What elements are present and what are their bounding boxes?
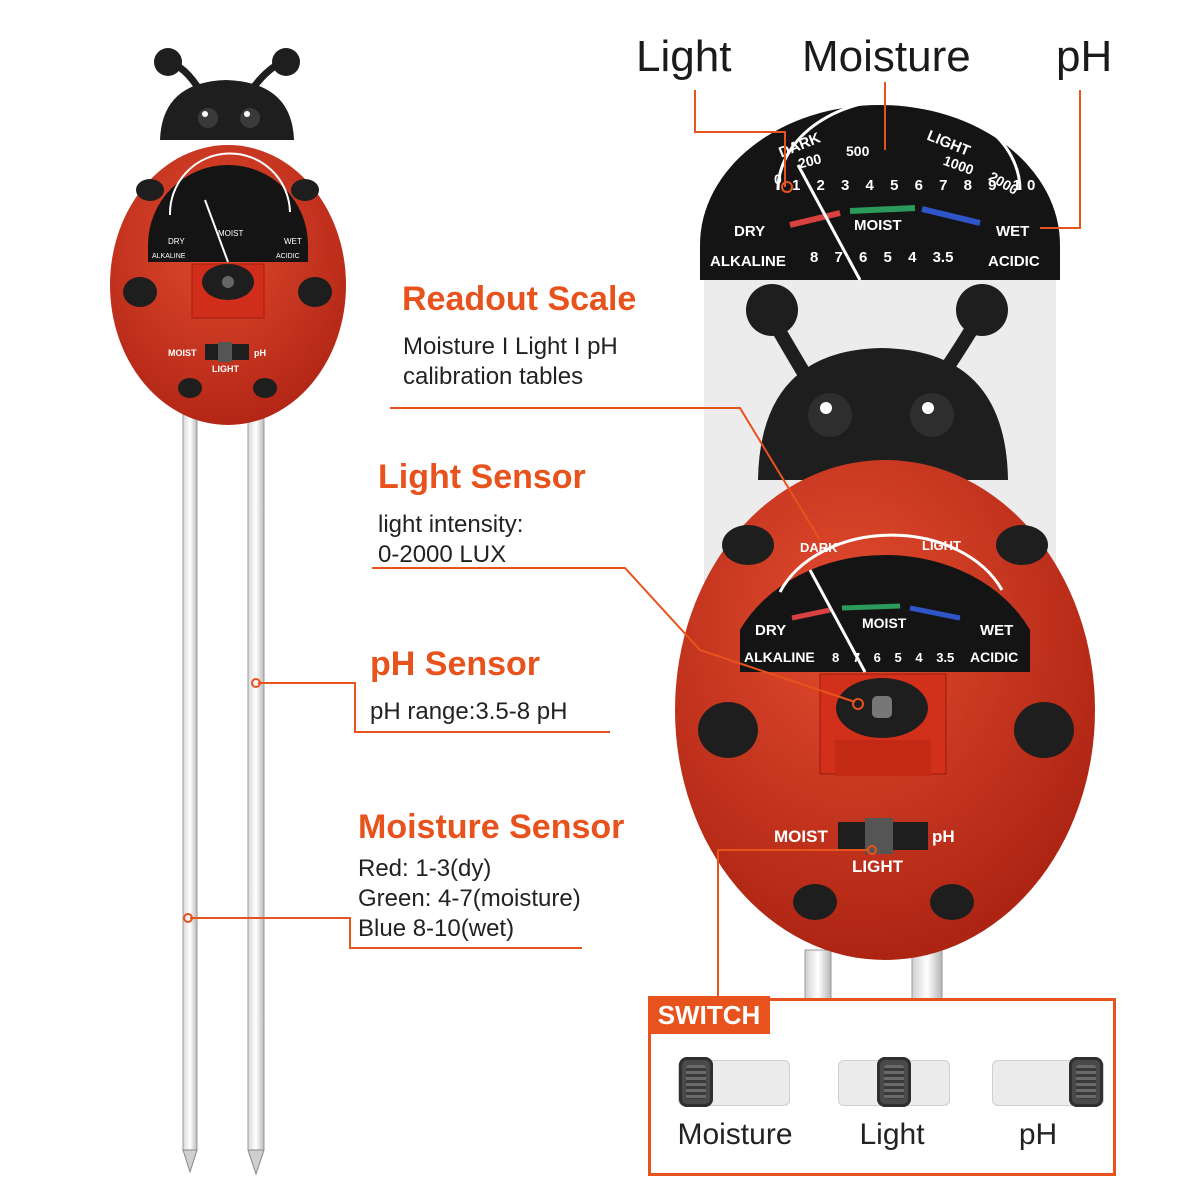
svg-text:MOIST: MOIST xyxy=(774,827,828,846)
switch-ph-label: pH xyxy=(1018,1118,1058,1151)
svg-text:ACIDIC: ACIDIC xyxy=(970,649,1018,665)
moisture-sensor-title: Moisture Sensor xyxy=(358,808,625,846)
large-soil-meter: DRY MOIST WET ALKALINE ACIDIC 8 7 6 5 4 … xyxy=(675,284,1095,1030)
switch-ph-position xyxy=(992,1057,1104,1107)
light-sensor-title: Light Sensor xyxy=(378,458,586,496)
svg-text:MOIST: MOIST xyxy=(862,615,907,631)
ladybug-head-large xyxy=(758,348,1008,480)
switch-light-position xyxy=(838,1057,950,1107)
svg-text:ALKALINE: ALKALINE xyxy=(744,649,815,665)
readout-scale-line2: calibration tables xyxy=(403,363,584,390)
switch-light-label: Light xyxy=(859,1118,925,1151)
dial-wet-label: WET xyxy=(996,223,1030,240)
light-header: Light xyxy=(636,32,732,81)
dial-moist-label: MOIST xyxy=(854,217,902,234)
dial-moisture-ticks: 1 2 3 4 5 6 7 8 9 10 xyxy=(792,177,1042,194)
svg-text:8 7 6 5 4 3.5: 8 7 6 5 4 3.5 xyxy=(832,650,954,665)
header-leader-lines xyxy=(694,82,1081,229)
readout-scale-line1: Moisture I Light I pH xyxy=(403,333,618,360)
switch-moisture-position xyxy=(678,1057,790,1107)
switch-moisture-label: Moisture xyxy=(677,1118,793,1151)
svg-text:DARK: DARK xyxy=(800,540,838,555)
svg-text:pH: pH xyxy=(932,827,955,846)
readout-scale-dial xyxy=(700,97,1060,281)
large-dial xyxy=(740,554,1030,672)
dial-dry-label: DRY xyxy=(734,223,766,240)
svg-text:WET: WET xyxy=(980,622,1013,639)
dial-alkaline-label: ALKALINE xyxy=(710,253,786,270)
dial-lux-tick: 500 xyxy=(846,143,870,159)
moisture-header: Moisture xyxy=(802,32,971,81)
switch-tag: SWITCH xyxy=(648,996,770,1034)
moisture-sensor-line2: Green: 4-7(moisture) xyxy=(358,885,581,912)
svg-text:LIGHT: LIGHT xyxy=(852,857,904,876)
ladybug-head xyxy=(160,80,294,140)
ph-header: pH xyxy=(1056,32,1113,81)
ph-sensor-title: pH Sensor xyxy=(370,645,541,683)
svg-text:ALKALINE: ALKALINE xyxy=(152,253,186,260)
dial-acidic-label: ACIDIC xyxy=(988,253,1040,270)
ph-sensor-line1: pH range:3.5-8 pH xyxy=(370,698,568,725)
svg-text:DRY: DRY xyxy=(755,622,786,639)
svg-text:MOIST: MOIST xyxy=(168,348,197,358)
svg-text:WET: WET xyxy=(284,237,302,246)
moisture-sensor-line1: Red: 1-3(dy) xyxy=(358,855,492,882)
light-sensor-line2: 0-2000 LUX xyxy=(378,541,507,568)
probe-right xyxy=(247,409,265,1176)
switch-knob-icon xyxy=(1069,1057,1103,1107)
readout-scale-title: Readout Scale xyxy=(402,280,637,318)
svg-text:pH: pH xyxy=(254,348,266,358)
svg-text:ACIDIC: ACIDIC xyxy=(276,253,300,260)
svg-text:LIGHT: LIGHT xyxy=(212,364,239,374)
small-dial xyxy=(148,165,308,262)
svg-text:DRY: DRY xyxy=(168,237,185,246)
switch-knob-icon xyxy=(679,1057,713,1107)
dial-ph-ticks: 8 7 6 5 4 3.5 xyxy=(810,249,954,266)
switch-knob-icon xyxy=(877,1057,911,1107)
dial-labels: DARK LIGHT 0 200 500 1000 2000 1 2 3 4 5… xyxy=(688,95,1068,285)
light-sensor-line1: light intensity: xyxy=(378,511,524,538)
moisture-sensor-line3: Blue 8-10(wet) xyxy=(358,915,515,942)
svg-text:MOIST: MOIST xyxy=(218,229,243,238)
small-soil-meter: DRY MOIST WET ALKALINE ACIDIC MOIST pH L… xyxy=(110,48,346,1176)
dial-lux-tick: 0 xyxy=(774,171,782,187)
svg-text:LIGHT: LIGHT xyxy=(922,538,961,553)
